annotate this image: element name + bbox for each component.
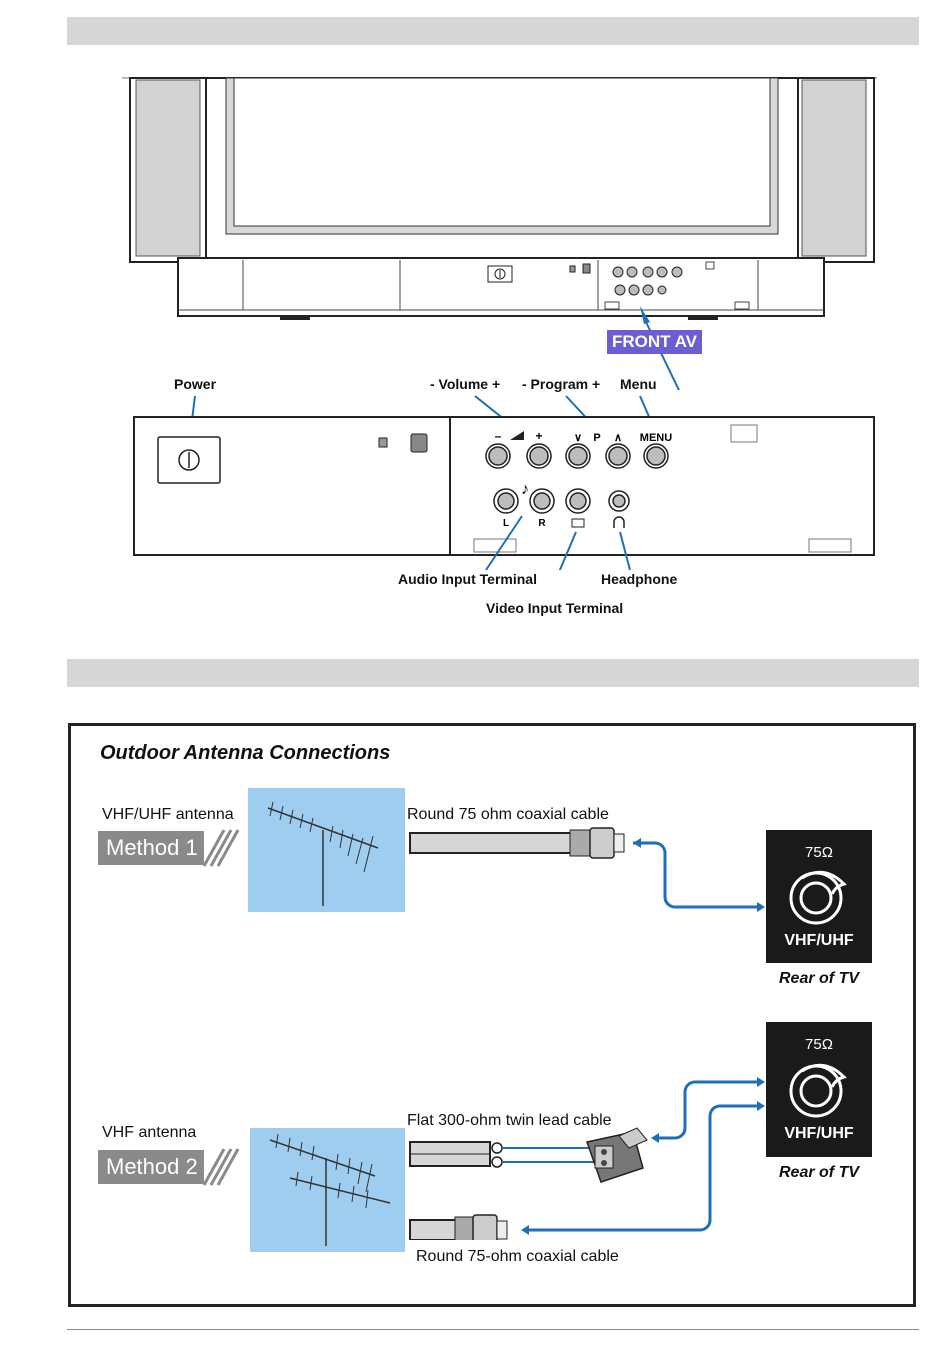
method1-badge: Method 1 (98, 831, 204, 865)
panel-p-text: P (593, 432, 600, 444)
method1-antenna-drawing (267, 801, 379, 906)
power-label: Power (174, 376, 217, 392)
panel-l-text: L (503, 518, 509, 529)
method2-antenna-image (250, 1128, 405, 1252)
method2-antenna-drawing (269, 1133, 391, 1246)
method1-cable (409, 827, 765, 912)
jack2-band-label: VHF/UHF (784, 1125, 854, 1142)
rear-of-tv-label-2: Rear of TV (779, 1164, 860, 1181)
panel-minus-text: – (495, 429, 502, 443)
panel-plus-text: + (535, 429, 542, 443)
section-header-bar-2 (67, 659, 919, 687)
method2-coax-cable-label: Round 75-ohm coaxial cable (416, 1248, 619, 1265)
section-header-bar-1 (67, 17, 919, 45)
menu-label: Menu (620, 376, 657, 392)
jack1-band-label: VHF/UHF (784, 932, 854, 949)
front-control-panel: – + ∨ P ∧ MENU ♪ L R (133, 395, 875, 570)
method2-cables (409, 1077, 765, 1240)
method1-badge-stripes (202, 829, 240, 867)
audio-input-label: Audio Input Terminal (398, 571, 537, 587)
method2-badge-stripes (202, 1148, 240, 1186)
panel-menu-text: MENU (640, 432, 672, 444)
panel-r-text: R (538, 518, 546, 529)
method2-badge: Method 2 (98, 1150, 204, 1184)
tv-front-illustration (122, 77, 877, 390)
rear-of-tv-label-1: Rear of TV (779, 970, 860, 987)
volume-label: - Volume + (430, 376, 501, 392)
antenna-connections-box (68, 723, 916, 1307)
method1-cable-label: Round 75 ohm coaxial cable (407, 806, 609, 823)
jack2-ohm-label: 75Ω (805, 1036, 833, 1053)
jack1-ohm-label: 75Ω (805, 844, 833, 861)
video-input-label: Video Input Terminal (486, 600, 624, 616)
antenna-section-title: Outdoor Antenna Connections (100, 742, 391, 764)
method1-antenna-label: VHF/UHF antenna (102, 806, 234, 823)
program-label: - Program + (522, 376, 601, 392)
method2-antenna-label: VHF antenna (102, 1124, 197, 1141)
method1-antenna-image (248, 788, 405, 912)
front-av-label: FRONT AV (607, 330, 702, 354)
panel-caret-text: ∧ (614, 432, 622, 444)
footer-rule (67, 1329, 919, 1330)
method2-twin-cable-label: Flat 300-ohm twin lead cable (407, 1112, 612, 1129)
headphone-label: Headphone (601, 571, 678, 587)
jack1-connector-icon (789, 870, 847, 925)
jack2-connector-icon (789, 1063, 847, 1118)
svg-text:♪: ♪ (521, 481, 529, 498)
panel-v-text: ∨ (574, 432, 582, 444)
